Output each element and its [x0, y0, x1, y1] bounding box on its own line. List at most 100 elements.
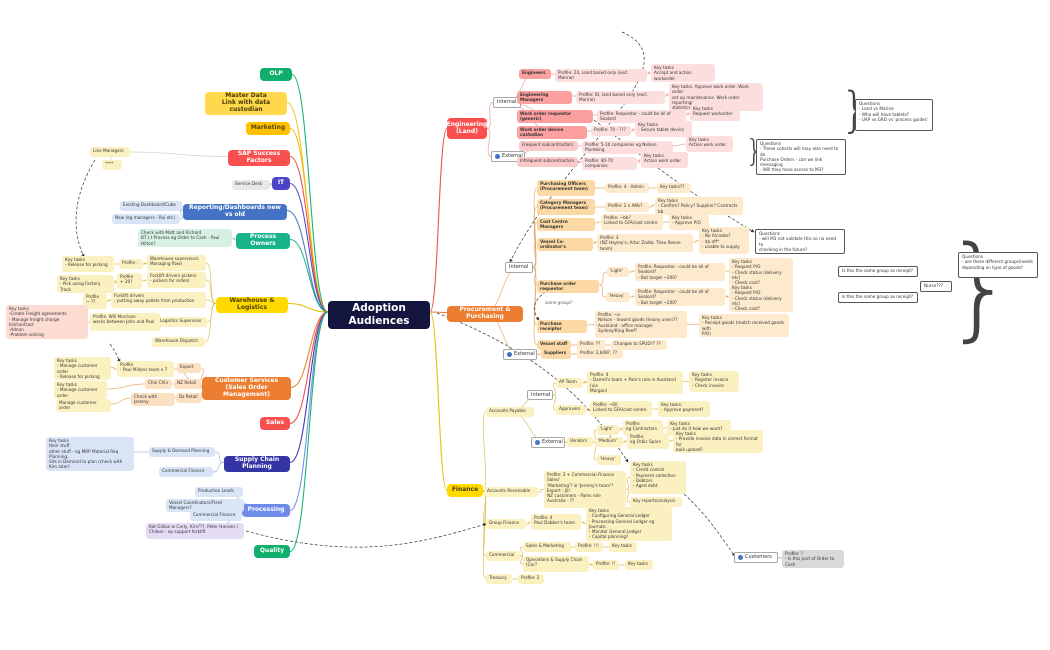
linemgrs[interactable]: Line Managers: [90, 147, 130, 157]
proc_leads[interactable]: Production Leads: [195, 487, 243, 497]
reporting[interactable]: Reporting/Dashboards new vs old: [183, 204, 287, 220]
wh_prof2[interactable]: Profile + 20?: [117, 273, 142, 289]
pp_sup[interactable]: Suppliers: [541, 349, 571, 359]
wh_dispatch[interactable]: Warehouse Dispatch: [152, 337, 205, 347]
fin_v_heavy[interactable]: 'Heavy': [597, 455, 621, 465]
servicedesk[interactable]: Service Desk: [232, 180, 270, 190]
fin_v_med_prof[interactable]: Profile: eg Orbic Spars: [627, 433, 669, 449]
pp_por[interactable]: Purchase order requestor: [537, 280, 599, 293]
marketing[interactable]: Marketing: [246, 122, 290, 135]
eng_eng_kt[interactable]: Key tasks Accept and action workorder: [651, 64, 715, 82]
eng[interactable]: Engineering (Land): [447, 118, 487, 139]
eng_mgrs_prof[interactable]: Profile: IO, land based only (excl. Mari…: [576, 91, 665, 104]
pp_heavy_q[interactable]: Is this the same group as receipt?: [838, 292, 918, 303]
pp_vc_q[interactable]: Questions - will M3 not validate this so…: [755, 229, 845, 254]
pp_po_kt[interactable]: Key tasks??: [657, 183, 691, 193]
pp_light_prof[interactable]: Profile: Requestor - could be all of Sea…: [635, 263, 725, 281]
fin_apteam_prof[interactable]: Profile: 4 - Darrell's team + Pam's role…: [587, 371, 683, 394]
fin_osc_kt[interactable]: Key tasks: [625, 560, 653, 570]
eng_external[interactable]: External: [491, 151, 525, 162]
pp_ccm_kt[interactable]: Key tasks - Approve P/O: [669, 214, 709, 230]
fin_v_light[interactable]: 'Light': [597, 425, 619, 435]
it[interactable]: IT: [272, 177, 290, 190]
pp_po_prof[interactable]: Profile: 4 - Admin: [605, 183, 649, 193]
wh_kt1[interactable]: Key tasks - Release for picking: [62, 256, 114, 272]
pp_sup_prof[interactable]: Profile: 2,b08?, ??: [577, 349, 623, 359]
pp_ccm[interactable]: Cost Centre Managers: [537, 218, 595, 231]
sales[interactable]: Sales: [260, 417, 290, 430]
fin_ar_kt[interactable]: Key tasks - Credit control - Payment col…: [630, 461, 686, 494]
scp[interactable]: Supply Chain Planning: [224, 456, 290, 472]
eng_infreq_kt[interactable]: Key tasks Action work order: [641, 152, 688, 168]
fin_sm_prof[interactable]: Profile: !!!: [575, 542, 603, 552]
pp_cm_kt[interactable]: Key tasks - Confirm? Policy? Supplier? C…: [655, 197, 743, 215]
fin_comm[interactable]: Commercial: [486, 551, 520, 561]
fin[interactable]: Finance: [447, 484, 483, 497]
stars[interactable]: ****: [102, 160, 122, 170]
eng_wocust_prof[interactable]: Profile: 70 - ???: [591, 126, 631, 136]
fin_gf[interactable]: Group Finance: [486, 519, 526, 529]
pp_cm[interactable]: Category Managers (Procurement team): [537, 199, 595, 215]
fin_ar_prof[interactable]: Profile: 3 + Commercial Finance Sales/ '…: [544, 471, 626, 508]
wh_prof1[interactable]: Profile .: [119, 259, 143, 269]
cs_dz[interactable]: Dz Retail: [176, 393, 202, 403]
proc_cf[interactable]: Commercial Finance: [190, 511, 242, 521]
cs_kt1[interactable]: Key tasks - Manage customer order - Rele…: [54, 357, 111, 380]
cs_export[interactable]: Export: [177, 363, 201, 373]
fin_v_med[interactable]: 'Medium': [595, 437, 623, 447]
scp_sdp[interactable]: Supply & Demand Planning: [149, 447, 215, 457]
cs_kt3[interactable]: Manage customer order: [56, 399, 111, 412]
proc_vessel[interactable]: Vessel Coordinators/Fleet Managers?: [166, 499, 244, 512]
fin_ap[interactable]: Accounts Payable: [486, 407, 534, 417]
processing[interactable]: Processing: [242, 504, 290, 517]
fin_approvers[interactable]: Approvers: [556, 405, 586, 415]
wh_fork1[interactable]: Forklift drivers pickers - pickers for o…: [147, 272, 206, 288]
eng_freq_kt[interactable]: Key tasks Action work order: [686, 136, 733, 152]
custservices[interactable]: Customer Services (Sales Order Managemen…: [202, 377, 291, 400]
eng_mgrs[interactable]: Engineering Managers: [517, 91, 572, 104]
eng_wocust[interactable]: Work order device custodian: [517, 126, 587, 139]
wh_prof3[interactable]: Profile ~ ??: [83, 293, 107, 309]
pp_pr[interactable]: Purchase receiptor: [537, 320, 587, 333]
pp_ccm_prof[interactable]: Profile: ~bb? Linked to GFA/cost centre: [601, 214, 663, 230]
pp_heavy_kt[interactable]: Key tasks - Request P/O - Check status (…: [729, 284, 793, 313]
eng_eng_prof[interactable]: Profile: 24, Land based only (excl. Mari…: [555, 69, 647, 82]
newdash[interactable]: New (eg managers - Rui etc): [112, 214, 180, 224]
eng_freq_prof[interactable]: Profile: 5-10 companies eg Nelson Plumbi…: [582, 141, 673, 154]
eng_woreq_kt[interactable]: Key tasks Request workorder: [690, 105, 740, 121]
fin_gf_prof[interactable]: Profile: 4 Paul Dabber's team: [531, 514, 581, 530]
fin_appr_kt[interactable]: Key tasks: - Approve payment?: [658, 401, 710, 417]
eng_q2[interactable]: Questions - These cohorts will may also …: [756, 139, 846, 175]
quality[interactable]: Quality: [254, 545, 290, 558]
eng_infreq[interactable]: Infrequent subcontractors: [517, 157, 578, 167]
pp_po[interactable]: Purchasing Officers (Procurement team): [537, 180, 595, 196]
pp_light[interactable]: 'Light': [607, 267, 629, 277]
existingdash[interactable]: Existing Dashboard/Cube: [120, 201, 182, 211]
fin_v_light_prof[interactable]: Profile: eg Contractors: [623, 420, 663, 436]
pp_light_q[interactable]: Is this the same group as receipt?: [838, 266, 918, 277]
fin_ar_rep[interactable]: Key reports/analysis: [630, 497, 682, 507]
eng_q1[interactable]: Questions - Land vs Marine - Who will ha…: [855, 99, 933, 131]
pp_internal[interactable]: Internal: [505, 262, 533, 273]
cs_chin[interactable]: Chin Chin: [145, 379, 172, 389]
eng_mgrs_kt[interactable]: Key tasks. Approve work order. Work orde…: [669, 83, 763, 112]
fin_gf_kt[interactable]: Key tasks - Configuring General Ledger -…: [586, 507, 672, 541]
pp_nurse[interactable]: Nurse???: [920, 281, 952, 292]
pp_pr_kt[interactable]: Key tasks - Receipt goods (match receive…: [699, 314, 789, 337]
cs_jeremy[interactable]: Check with Jeremy: [131, 393, 175, 406]
pp_vs[interactable]: Vessel staff: [537, 340, 571, 350]
pp_vc_kt[interactable]: Key tasks - No A/codes? - $$ off* - unab…: [699, 227, 749, 254]
cs_nz[interactable]: NZ Retail: [174, 379, 201, 389]
pp_external[interactable]: External: [503, 349, 537, 360]
fin_osc_prof[interactable]: Profile: !!: [593, 560, 619, 570]
cs_kt2[interactable]: Key tasks - Manage customer order: [54, 381, 107, 399]
fin_ap_ext[interactable]: External: [531, 437, 565, 448]
wh_freight[interactable]: Key tasks -Create Freight agreements - M…: [6, 305, 88, 339]
masterdata[interactable]: Master Data Link with data custodian: [205, 92, 287, 115]
eng_freq[interactable]: Frequent subcontractors: [519, 141, 578, 151]
wh_will[interactable]: Profile. Will Morrison works between Joh…: [90, 313, 160, 331]
pp_cm_prof[interactable]: Profile: 2 x AMs?: [605, 202, 649, 212]
pp_heavy[interactable]: 'Heavy': [606, 292, 630, 302]
wh_fork2[interactable]: Forklift drivers - putting away pallets …: [111, 292, 206, 308]
pp_heavy_prof[interactable]: Profile: Requestor - could be all of Sea…: [635, 288, 725, 306]
